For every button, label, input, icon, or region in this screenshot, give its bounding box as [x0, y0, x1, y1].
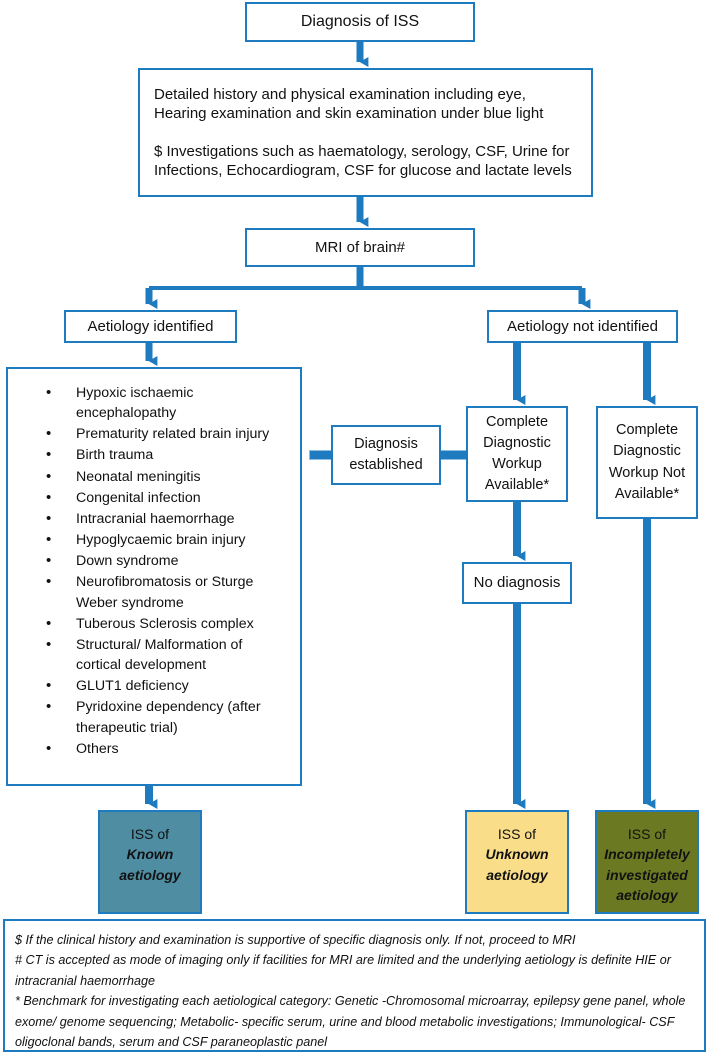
node-iss-incompletely-investigated-aetiology[interactable]: ISS of Incompletely investigated aetiolo… — [595, 810, 699, 914]
footnote-dollar: $ If the clinical history and examinatio… — [15, 933, 576, 947]
node-diagnosis-of-iss[interactable]: Diagnosis of ISS — [245, 2, 475, 42]
list-item: Down syndrome — [46, 550, 290, 571]
list-item: Prematurity related brain injury — [46, 423, 290, 444]
node-aetiology-identified-label: Aetiology identified — [87, 317, 214, 335]
node-aetiology-identified[interactable]: Aetiology identified — [64, 310, 237, 343]
node-iss-unknown-aetiology[interactable]: ISS of Unknown aetiology — [465, 810, 569, 914]
aetiology-list: Hypoxic ischaemic encephalopathy Prematu… — [18, 382, 290, 760]
node-aetiology-not-identified-label: Aetiology not identified — [507, 317, 658, 335]
footnote-hash: # CT is accepted as mode of imaging only… — [15, 953, 671, 988]
iss-incomplete-emph-3: aetiology — [616, 886, 678, 903]
iss-unknown-emph-2: aetiology — [486, 866, 548, 883]
iss-incomplete-emph-1: Incompletely — [604, 846, 690, 863]
node-diagnosis-established[interactable]: Diagnosis established — [331, 425, 441, 485]
list-item: Neonatal meningitis — [46, 466, 290, 487]
iss-unknown-lead: ISS of — [497, 826, 537, 842]
node-workup-available[interactable]: Complete Diagnostic Workup Available* — [466, 406, 568, 502]
list-item: Others — [46, 738, 290, 759]
iss-incomplete-lead: ISS of — [627, 826, 667, 842]
list-item: Pyridoxine dependency (after therapeutic… — [46, 696, 290, 737]
node-mri-of-brain-label: MRI of brain# — [314, 238, 406, 256]
footnote-legend: $ If the clinical history and examinatio… — [3, 919, 706, 1052]
iss-incomplete-emph-2: investigated — [606, 866, 688, 883]
node-no-diagnosis[interactable]: No diagnosis — [462, 562, 572, 604]
iss-unknown-emph-1: Unknown — [485, 846, 549, 863]
list-item: Tuberous Sclerosis complex — [46, 613, 290, 634]
iss-known-emph-2: aetiology — [119, 866, 181, 883]
node-mri-of-brain[interactable]: MRI of brain# — [245, 228, 475, 267]
node-workup-not-available-label: Complete Diagnostic Workup Not Available… — [608, 422, 686, 502]
node-aetiology-not-identified[interactable]: Aetiology not identified — [487, 310, 678, 343]
iss-known-lead: ISS of — [130, 826, 170, 842]
node-detailed-history-text: Detailed history and physical examinatio… — [154, 85, 577, 181]
list-item: Neurofibromatosis or Sturge Weber syndro… — [46, 571, 290, 612]
list-item: Structural/ Malformation of cortical dev… — [46, 634, 290, 675]
list-item: Intracranial haemorrhage — [46, 508, 290, 529]
node-diagnosis-of-iss-label: Diagnosis of ISS — [300, 12, 420, 30]
list-item: Birth trauma — [46, 444, 290, 465]
node-no-diagnosis-label: No diagnosis — [473, 574, 561, 592]
node-diagnosis-established-label: Diagnosis established — [349, 435, 423, 473]
node-workup-not-available[interactable]: Complete Diagnostic Workup Not Available… — [596, 406, 698, 519]
list-item: Congenital infection — [46, 487, 290, 508]
footnote-legend-text: $ If the clinical history and examinatio… — [15, 930, 694, 1052]
node-workup-available-label: Complete Diagnostic Workup Available* — [483, 413, 551, 494]
footnote-asterisk: * Benchmark for investigating each aetio… — [15, 994, 686, 1049]
iss-known-emph-1: Known — [126, 846, 174, 863]
node-aetiology-list[interactable]: Hypoxic ischaemic encephalopathy Prematu… — [6, 367, 302, 786]
list-item: Hypoxic ischaemic encephalopathy — [46, 382, 290, 423]
history-line-2: Hearing examination and skin examination… — [154, 104, 544, 122]
list-item: GLUT1 deficiency — [46, 675, 290, 696]
list-item: Hypoglycaemic brain injury — [46, 529, 290, 550]
node-iss-known-aetiology[interactable]: ISS of Known aetiology — [98, 810, 202, 914]
history-line-4: Infections, Echocardiogram, CSF for gluc… — [154, 162, 572, 180]
node-detailed-history[interactable]: Detailed history and physical examinatio… — [138, 68, 593, 197]
history-line-1: Detailed history and physical examinatio… — [154, 85, 526, 103]
history-line-3: $ Investigations such as haematology, se… — [154, 143, 570, 161]
